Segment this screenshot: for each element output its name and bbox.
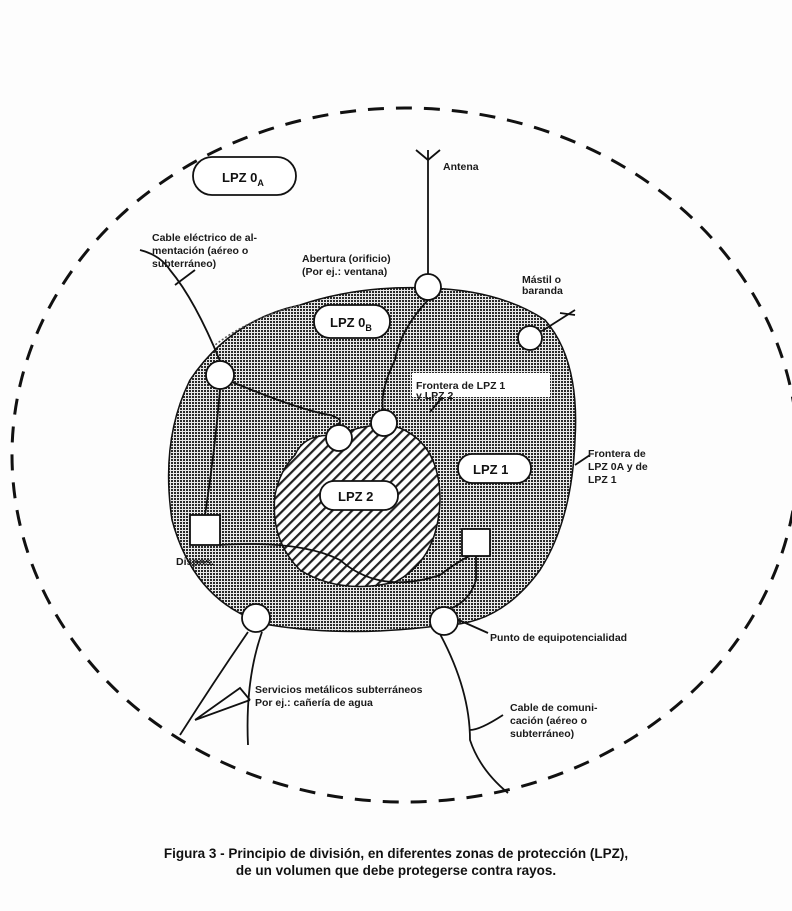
equipotential-point-comm	[429, 606, 459, 636]
lpz0b-label: LPZ 0B	[330, 315, 372, 333]
antenna-label: Antena	[443, 161, 479, 173]
figure-caption-line-2: de un volumen que debe protegerse contra…	[236, 863, 556, 878]
power-cable-label: Cable eléctrico de al- mentación (aéreo …	[152, 232, 260, 270]
equipotential-point-antenna	[414, 273, 442, 301]
boundary-0a-1-label: Frontera de LPZ 0A y de LPZ 1	[588, 448, 651, 486]
lpz0a-label: LPZ 0A	[222, 170, 264, 188]
lpz0b-pill	[313, 304, 391, 339]
metal-services-label: Servicios metálicos subterráneos Por ej.…	[255, 684, 425, 709]
comm-cable-label: Cable de comuni- cación (aéreo o subterr…	[510, 702, 600, 740]
equipotential-point-lpz2-a	[370, 409, 398, 437]
device-box	[189, 514, 221, 546]
device-label: Dispos.	[176, 556, 214, 568]
lpz1-label: LPZ 1	[473, 462, 508, 477]
mast-label: Mástil o baranda	[522, 274, 564, 297]
device-box-2	[461, 528, 491, 557]
equipotential-label: Punto de equipotencialidad	[490, 632, 627, 644]
cables	[139, 149, 591, 794]
equipotential-point-power	[205, 360, 235, 390]
boundary-1-2-label: Frontera de LPZ 1 y LPZ 2	[416, 380, 508, 402]
equipotential-point-mast	[517, 325, 543, 351]
lpz0a-pill	[192, 156, 297, 196]
equipotential-point-lpz2-b	[325, 424, 353, 452]
lpz2-label: LPZ 2	[338, 489, 373, 504]
lpz0a-boundary	[10, 106, 792, 804]
lpz1-pill	[457, 453, 532, 484]
figure-caption-line-1: Figura 3 - Principio de división, en dif…	[164, 846, 628, 861]
opening-label: Abertura (orificio) (Por ej.: ventana)	[302, 253, 394, 278]
equipotential-point-services	[241, 603, 271, 633]
lpz2-pill	[319, 480, 399, 511]
